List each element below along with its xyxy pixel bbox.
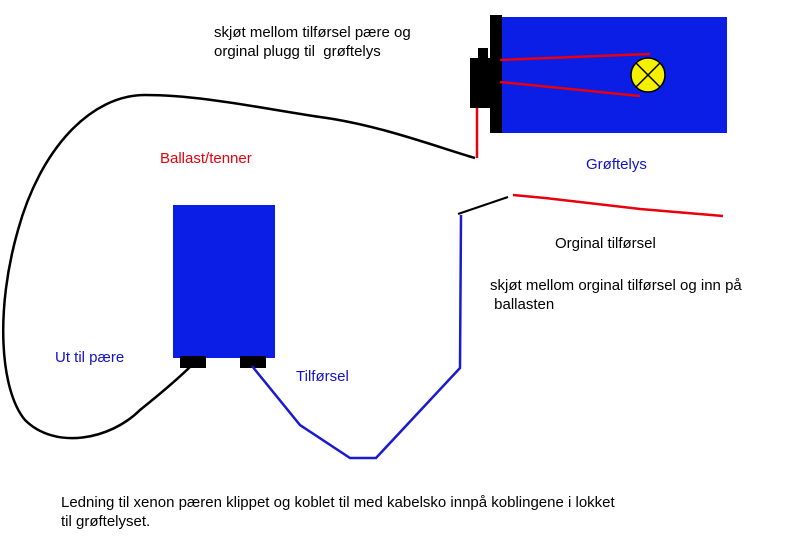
lamp-housing-edge xyxy=(490,15,502,133)
ballast-connector-left xyxy=(180,356,206,368)
lamp-inner-wire-bottom xyxy=(499,80,641,98)
caption: Ledning til xenon pæren klippet og koble… xyxy=(61,494,615,530)
original-supply-wire xyxy=(512,193,724,218)
original-plug-tip xyxy=(478,48,488,60)
original-plug xyxy=(470,58,492,108)
supply-wire xyxy=(251,214,463,460)
lamp-label: Grøftelys xyxy=(586,156,647,173)
ballast-box xyxy=(173,205,275,358)
bulb-output-wire xyxy=(2,93,476,440)
lamp-bulb-icon xyxy=(630,57,666,93)
ballast-connector-right xyxy=(240,356,266,368)
joint-top-label: skjøt mellom tilførsel pære og orginal p… xyxy=(214,24,411,60)
lamp-inner-wire-top xyxy=(499,52,651,62)
original-supply-label: Orginal tilførsel xyxy=(555,235,656,252)
ballast-label: Ballast/tenner xyxy=(160,150,252,167)
supply-label: Tilførsel xyxy=(296,368,349,385)
lamp-housing xyxy=(502,17,727,133)
joint-right-label: skjøt mellom orginal tilførsel og inn på… xyxy=(490,277,742,313)
joint-wire xyxy=(457,196,509,215)
out-to-bulb-label: Ut til pære xyxy=(55,349,125,366)
